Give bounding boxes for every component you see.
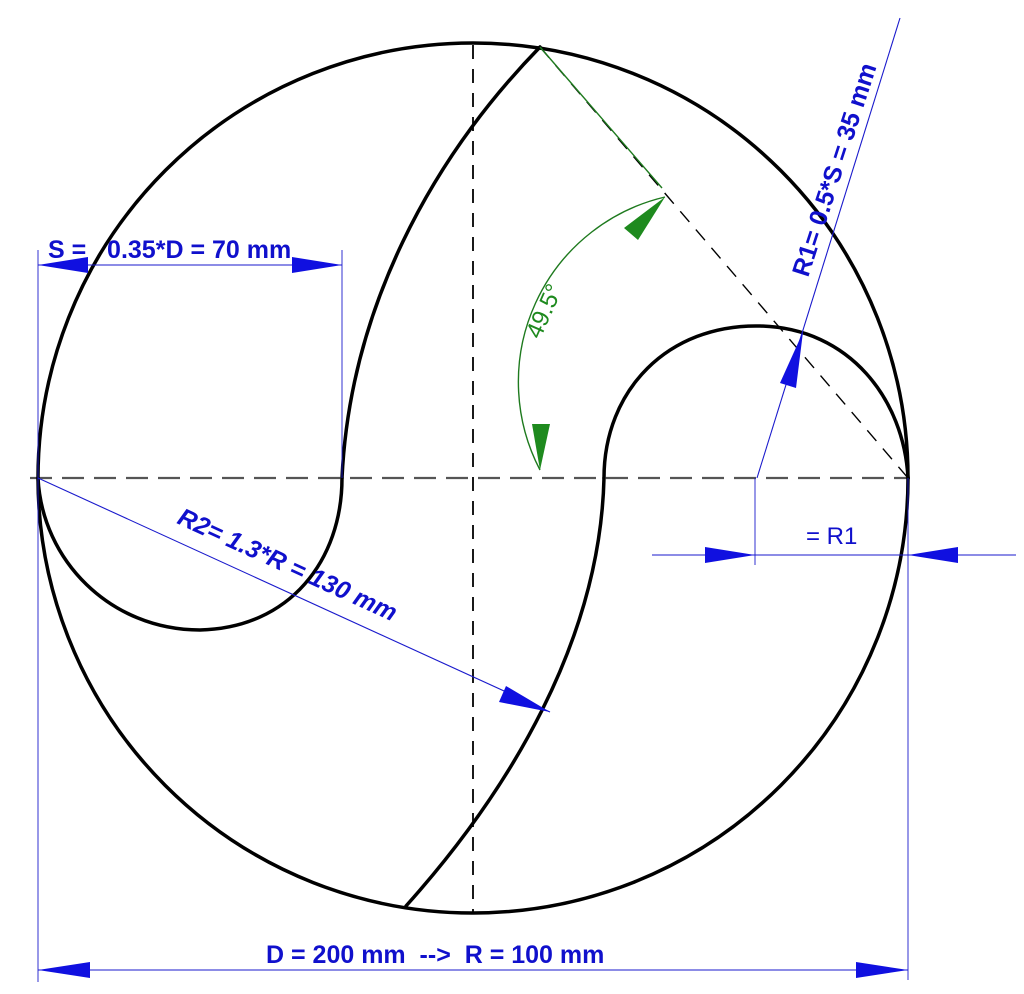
d-arrow-left [38, 962, 90, 978]
r2-leader-line [37, 477, 551, 713]
s-dimension-label: S = 0.35*D = 70 mm [48, 236, 291, 264]
angle-leg-line [539, 46, 663, 189]
s-arrow-left [38, 257, 88, 273]
r1-gap-arrow-left [705, 547, 755, 563]
angle-arrow-top [624, 197, 665, 240]
r1-gap-label: = R1 [806, 523, 857, 550]
s-arrow-right [292, 257, 342, 273]
angle-arc [517, 196, 666, 471]
r1-leader-line [756, 17, 901, 479]
angle-label: 49.5° [521, 280, 569, 342]
left-bucket-arc [36, 476, 344, 632]
r2-dimension-label: R2= 1.3*R = 130 mm [174, 503, 402, 627]
right-bucket-arc [602, 324, 910, 480]
upper-blade-outer-arc [340, 45, 542, 480]
r1-arrow [780, 332, 803, 388]
r1-dimension-label: R1= 0.5*S = 35 mm [787, 60, 882, 280]
d-dimension-label: D = 200 mm --> R = 100 mm [266, 941, 604, 969]
d-arrow-right [856, 962, 908, 978]
angle-arrow-bottom [532, 424, 550, 470]
r2-arrow [499, 686, 550, 712]
r1-gap-arrow-right [908, 547, 958, 563]
